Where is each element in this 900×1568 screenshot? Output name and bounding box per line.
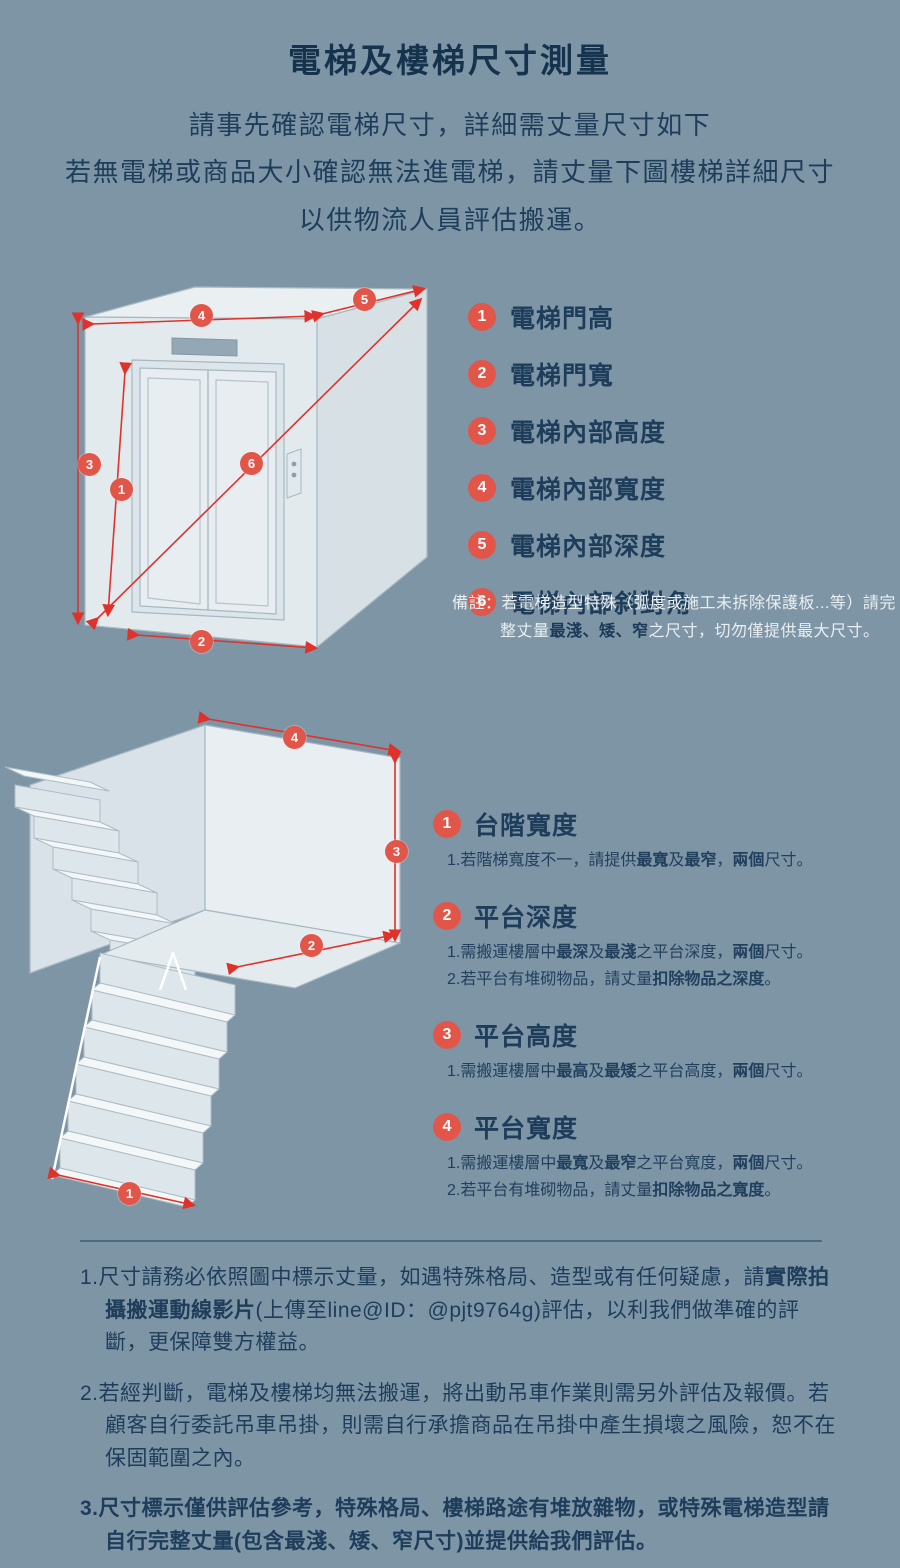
legend-item: 3 電梯內部高度 [468,413,692,449]
elevator-floor-indicator [171,337,238,357]
stairs-item-notes: 1.需搬運樓層中最寬及最窄之平台寬度，兩個尺寸。 2.若平台有堆砌物品，請丈量扣… [447,1152,895,1203]
legend-item: 5 電梯內部深度 [468,527,692,563]
legend-label: 電梯門寬 [510,362,615,390]
stairs-legend: 1 台階寬度 1.若階梯寬度不一，請提供最寬及最窄，兩個尺寸。 2 平台深度 1… [433,806,895,1228]
intro-line: 請事先確認電梯尺寸，詳細需丈量尺寸如下 [188,110,712,140]
legend-item: 4 電梯內部寬度 [468,470,692,506]
note-line: 1.需搬運樓層中最高及最矮之平台高度，兩個尺寸。 [447,1063,813,1080]
elevator-marker-6: 6 [240,452,263,475]
stairs-item-heading: 3 平台高度 [433,1017,895,1053]
note-line: 1.若階梯寬度不一，請提供最寬及最窄，兩個尺寸。 [447,852,813,869]
upper-stair-flight [5,766,196,978]
stairs-item-title: 平台寬度 [474,1115,579,1143]
stairs-marker-4: 4 [283,726,306,749]
legend-label: 電梯門高 [510,305,615,333]
stairs-legend-item: 1 台階寬度 1.若階梯寬度不一，請提供最寬及最窄，兩個尺寸。 [433,806,895,873]
elevator-marker-1: 1 [110,478,133,501]
legend-label: 電梯內部深度 [510,533,667,561]
legend-item: 2 電梯門寬 [468,356,692,392]
stairs-marker-2: 2 [300,934,323,957]
legend-number-badge: 3 [433,1021,461,1049]
page-title: 電梯及樓梯尺寸測量 [288,42,612,79]
note-line: 2.若平台有堆砌物品，請丈量扣除物品之深度。 [447,971,781,988]
stairs-item-title: 台階寬度 [474,812,579,840]
elevator-button-panel [286,448,302,499]
elevator-legend: 1 電梯門高 2 電梯門寬 3 電梯內部高度 4 電梯內部寬度 5 電梯內部深度… [468,299,692,641]
footer-paragraph: 2.若經判斷，電梯及樓梯均無法搬運，將出動吊車作業則需另外評估及報價。若顧客自行… [80,1381,836,1470]
elevator-note: 備註：若電梯造型特殊（弧度或施工未拆除保護板...等）請完整丈量最淺、矮、窄之尺… [452,595,896,640]
legend-number-badge: 3 [468,417,496,445]
note-line: 1.需搬運樓層中最寬及最窄之平台寬度，兩個尺寸。 [447,1155,813,1172]
stairs-item-notes: 1.若階梯寬度不一，請提供最寬及最窄，兩個尺寸。 [447,849,895,873]
elevator-door [131,359,285,621]
stair-handrail [50,951,188,1180]
legend-item: 6 電梯內部斜對角 [468,584,692,620]
footer-notes: 1.尺寸請務必依照圖中標示丈量，如遇特殊格局、造型或有任何疑慮，請實際拍攝搬運動… [80,1262,838,1568]
note-line: 2.若平台有堆砌物品，請丈量扣除物品之寬度。 [447,1182,781,1199]
stairs-item-title: 平台深度 [474,904,579,932]
elevator-marker-5: 5 [353,288,376,311]
footer-paragraph: 1.尺寸請務必依照圖中標示丈量，如遇特殊格局、造型或有任何疑慮，請實際拍攝搬運動… [80,1266,830,1355]
intro-line: 若無電梯或商品大小確認無法進電梯，請丈量下圖樓梯詳細尺寸 [64,157,835,188]
footer-paragraph: 3.尺寸標示僅供評估參考，特殊格局、樓梯路途有堆放雜物，或特殊電梯造型請自行完整… [80,1497,830,1553]
legend-number-badge: 6 [468,588,496,616]
stairs-legend-item: 2 平台深度 1.需搬運樓層中最深及最淺之平台深度，兩個尺寸。 2.若平台有堆砌… [433,898,895,992]
lower-stair-flight [51,952,236,1208]
footer-divider [80,1240,822,1242]
elevator-illustration [71,285,428,654]
intro-text: 請事先確認電梯尺寸，詳細需丈量尺寸如下 若無電梯或商品大小確認無法進電梯，請丈量… [0,102,900,244]
legend-label: 電梯內部斜對角 [510,590,693,618]
stairs-diagram: 1 2 3 4 [5,695,435,1210]
elevator-marker-3: 3 [78,453,101,476]
stairs-legend-item: 4 平台寬度 1.需搬運樓層中最寬及最窄之平台寬度，兩個尺寸。 2.若平台有堆砌… [433,1109,895,1203]
legend-number-badge: 5 [468,531,496,559]
stairs-item-heading: 2 平台深度 [433,898,895,934]
legend-number-badge: 4 [433,1113,461,1141]
stairs-item-heading: 1 台階寬度 [433,806,895,842]
legend-number-badge: 1 [433,810,461,838]
intro-line: 以供物流人員評估搬運。 [298,204,602,235]
stairs-item-notes: 1.需搬運樓層中最深及最淺之平台深度，兩個尺寸。 2.若平台有堆砌物品，請丈量扣… [447,941,895,992]
stairs-marker-3: 3 [385,840,408,863]
elevator-marker-4: 4 [190,304,213,327]
stairs-illustration [5,711,402,1210]
legend-number-badge: 2 [433,902,461,930]
legend-label: 電梯內部寬度 [510,476,667,504]
elevator-marker-2: 2 [190,630,213,653]
stairs-marker-1: 1 [118,1182,141,1205]
elevator-diagram: 1 2 3 4 5 6 [52,272,452,672]
note-line: 1.需搬運樓層中最深及最淺之平台深度，兩個尺寸。 [447,944,813,961]
legend-item: 1 電梯門高 [468,299,692,335]
legend-number-badge: 2 [468,360,496,388]
legend-label: 電梯內部高度 [510,419,667,447]
stairs-legend-item: 3 平台高度 1.需搬運樓層中最高及最矮之平台高度，兩個尺寸。 [433,1017,895,1084]
stairs-item-heading: 4 平台寬度 [433,1109,895,1145]
legend-number-badge: 1 [468,303,496,331]
legend-number-badge: 4 [468,474,496,502]
stairs-item-notes: 1.需搬運樓層中最高及最矮之平台高度，兩個尺寸。 [447,1060,895,1084]
stairs-item-title: 平台高度 [474,1023,579,1051]
